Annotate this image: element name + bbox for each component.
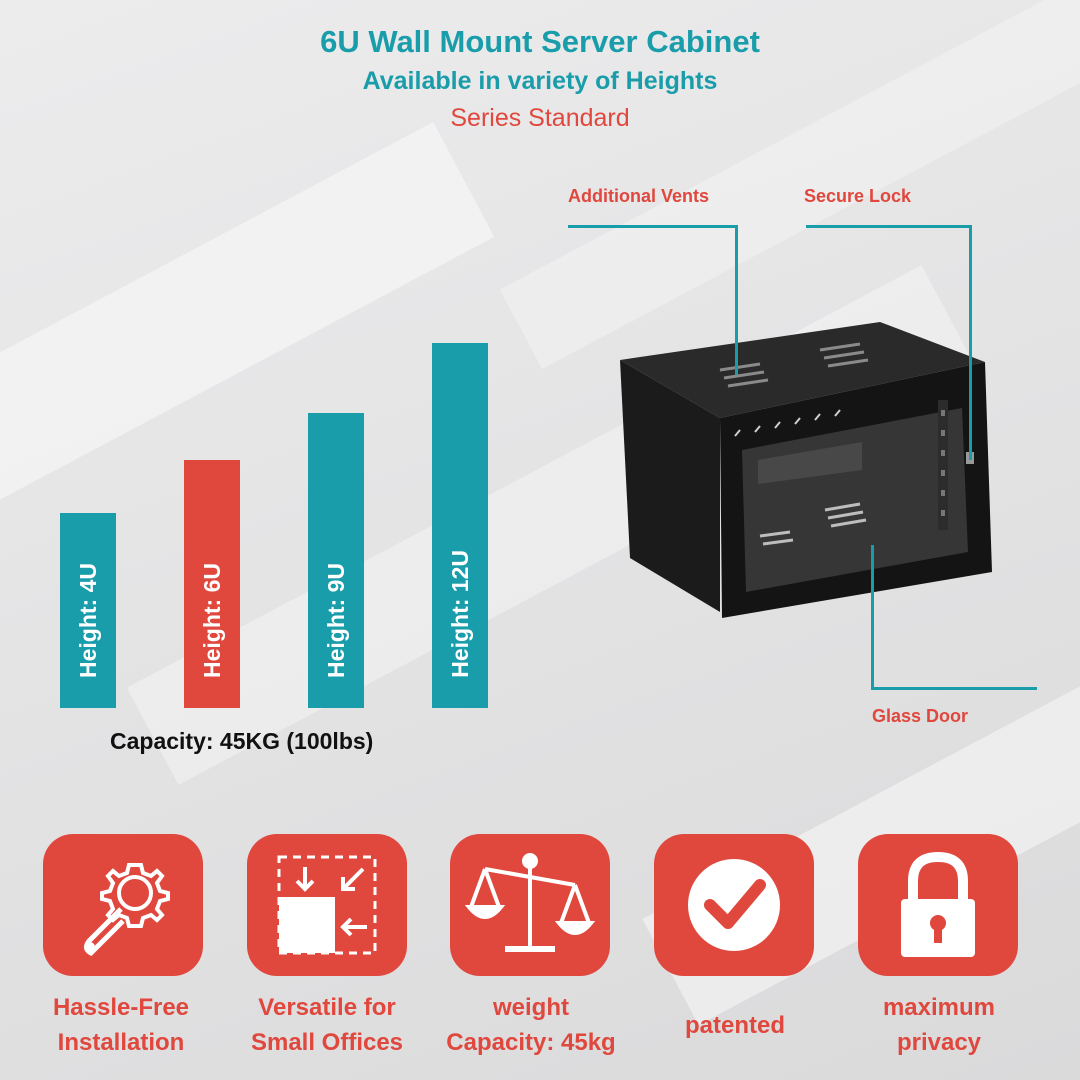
- resize-arrows-icon: [247, 834, 407, 976]
- series-label: Series Standard: [450, 104, 630, 132]
- callout-line: [969, 225, 972, 460]
- height-bar-6u: Height: 6U: [184, 460, 240, 708]
- callout-line: [871, 545, 874, 690]
- server-cabinet-image: [620, 322, 992, 618]
- height-bar-4u: Height: 4U: [60, 513, 116, 708]
- balance-scale-icon: [450, 834, 610, 976]
- callout-line: [806, 225, 972, 228]
- height-bar-12u: Height: 12U: [432, 343, 488, 708]
- callout-additional-vents: Additional Vents: [568, 186, 710, 206]
- callout-line: [568, 225, 738, 228]
- callout-secure-lock: Secure Lock: [804, 186, 912, 206]
- padlock-icon: [858, 834, 1018, 976]
- capacity-label: Capacity: 45KG (100lbs): [110, 728, 374, 754]
- height-bar-label: Height: 9U: [322, 563, 349, 678]
- callout-glass-door: Glass Door: [872, 706, 969, 726]
- height-bar-label: Height: 6U: [198, 563, 225, 678]
- height-bar-label: Height: 12U: [446, 550, 473, 678]
- callout-line: [735, 225, 738, 375]
- callout-line: [871, 687, 1037, 690]
- gear-wrench-icon: [43, 834, 203, 976]
- checkmark-icon: [654, 834, 814, 976]
- height-bar-9u: Height: 9U: [308, 413, 364, 708]
- feature-label-patented: patented: [684, 1012, 785, 1039]
- page-title: 6U Wall Mount Server Cabinet: [320, 24, 760, 59]
- page-subtitle: Available in variety of Heights: [362, 67, 718, 95]
- height-bar-label: Height: 4U: [74, 563, 101, 678]
- header: 6U Wall Mount Server Cabinet Available i…: [0, 22, 1080, 136]
